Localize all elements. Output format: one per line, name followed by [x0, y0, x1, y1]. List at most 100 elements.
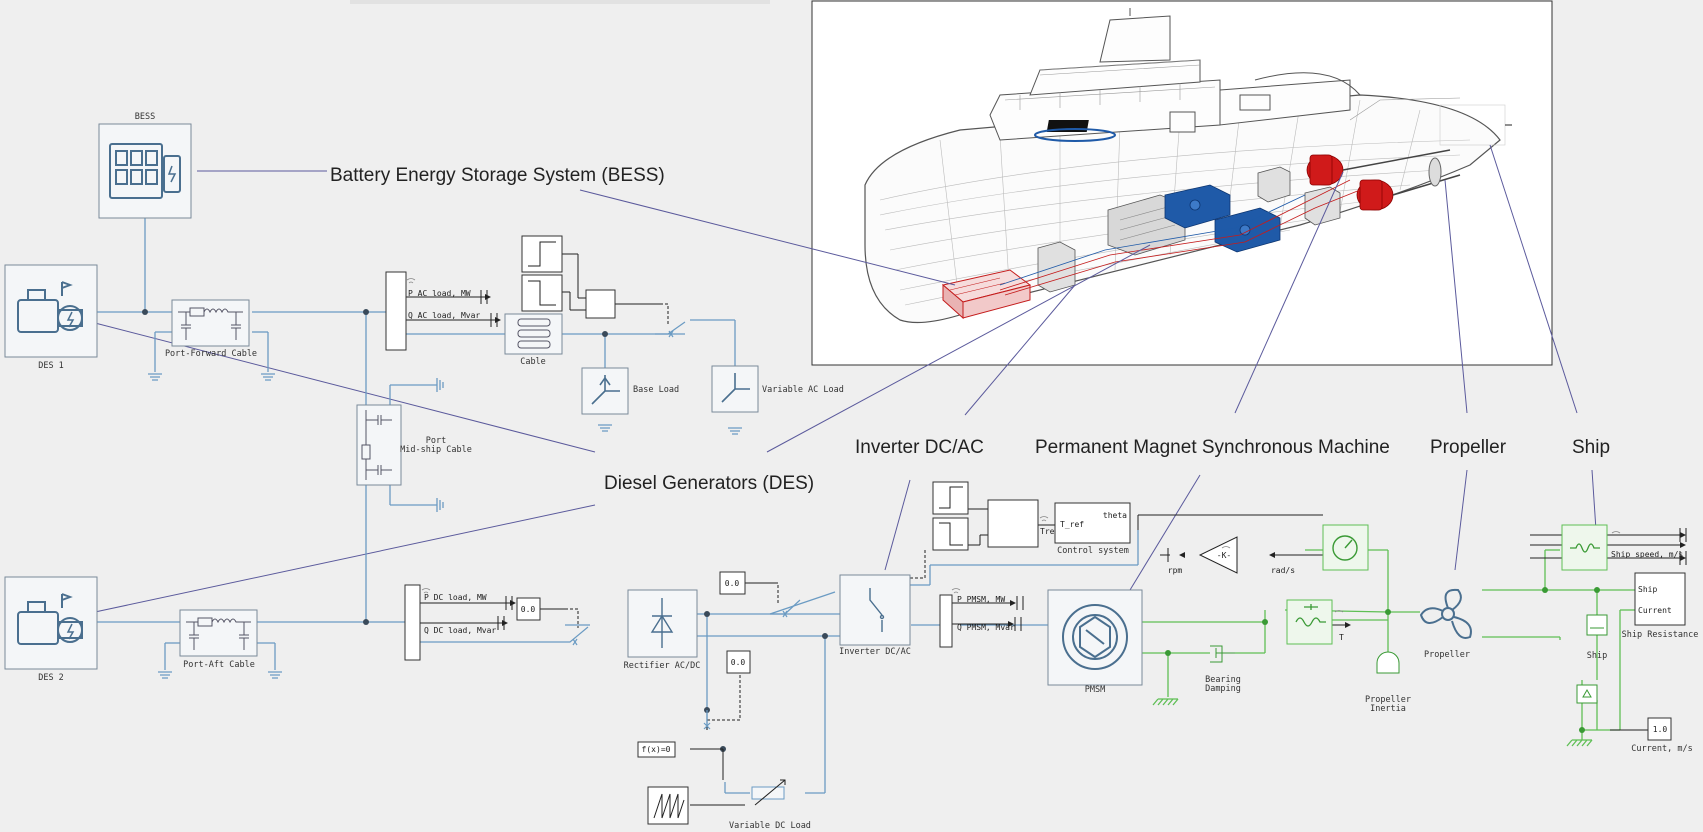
ship-port-label: Ship — [1638, 585, 1657, 594]
generator-icon — [17, 281, 83, 333]
callout-bess: Battery Energy Storage System (BESS) — [330, 165, 665, 186]
switch-dc-3[interactable] — [703, 710, 711, 730]
rads-label: rad/s — [1271, 566, 1295, 575]
ship-mass-block[interactable]: Ship — [1586, 614, 1608, 661]
base-load-label: Base Load — [633, 385, 679, 395]
motor-icon — [1062, 604, 1128, 670]
constant-dc-2[interactable]: 0.0 — [719, 571, 746, 595]
diesel-engines — [1164, 184, 1281, 253]
ground-symbols — [148, 373, 742, 679]
control-system-label: Control system — [1057, 546, 1129, 556]
q-pmsm-label: Q PMSM, Mvar — [957, 623, 1015, 632]
p-pmsm-label: P PMSM, MW — [957, 595, 1005, 604]
torque-source-block[interactable]: T — [1286, 599, 1344, 645]
sawtooth-source[interactable] — [647, 786, 689, 825]
spring-icon — [1570, 543, 1600, 553]
bearing-damping-label-2: Damping — [1205, 684, 1241, 694]
gain-block[interactable]: -K- — [1198, 536, 1238, 574]
torque-t-label: T — [1339, 633, 1344, 642]
superstructure — [989, 8, 1361, 141]
switch-icon — [869, 588, 885, 632]
variable-dc-load-block[interactable]: Variable DC Load — [729, 779, 811, 831]
ship-speed-signal-label: Ship speed, m/s — [1611, 550, 1683, 559]
port-midship-cable-label-1: Port — [426, 436, 446, 446]
port-forward-cable-label: Port-Forward Cable — [165, 349, 257, 359]
ship-speed-block[interactable]: Ship Resistance Ship speed, m/s — [1561, 524, 1683, 571]
constant-dc-2-value: 0.0 — [725, 579, 740, 588]
three-phase-load-icon — [591, 375, 620, 405]
ac-power-sensor-block[interactable]: P AC load, MW Q AC load, Mvar — [385, 271, 480, 351]
generator-icon — [17, 593, 83, 645]
pi-cable-icon-vertical — [361, 410, 392, 480]
port-aft-cable-label: Port-Aft Cable — [183, 660, 255, 670]
port-midship-cable-block[interactable]: Port Mid-ship Cable — [356, 404, 472, 486]
sum-block-control[interactable] — [987, 499, 1039, 548]
switch-dc[interactable] — [560, 626, 589, 646]
bess-block[interactable]: BESS — [98, 112, 192, 219]
dc-power-sensor-block[interactable]: P DC load, MW Q DC load, Mvar — [404, 584, 496, 661]
current-velocity-source[interactable] — [1576, 684, 1598, 704]
step-source-4[interactable] — [932, 517, 969, 551]
variable-ac-load-label: Variable AC Load — [762, 385, 844, 395]
fx-label: f(x)=0 — [642, 745, 671, 754]
bess-label: BESS — [135, 112, 155, 122]
control-system-block[interactable]: T_ref theta Control system — [1054, 502, 1131, 556]
propeller-icon — [1419, 588, 1472, 639]
propeller-inertia-label-1: Propeller — [1365, 695, 1411, 705]
scope-terminator — [480, 290, 498, 327]
rectifier-block[interactable]: Rectifier AC/DC — [624, 589, 701, 671]
speed-sensor-block[interactable] — [1322, 524, 1369, 571]
bearing-damping-label-1: Bearing — [1205, 675, 1241, 685]
solver-configuration-block[interactable]: f(x)=0 — [637, 741, 676, 758]
pmsm-power-sensor-block[interactable]: P PMSM, MW Q PMSM, Mvar — [939, 594, 1015, 648]
bess-container — [941, 269, 1032, 320]
step-source-3[interactable] — [932, 481, 969, 515]
pmsm-label: PMSM — [1085, 685, 1105, 695]
pi-cable-icon — [178, 307, 243, 340]
des2-block[interactable]: DES 2 — [4, 576, 98, 683]
base-load-block[interactable]: Base Load — [581, 367, 679, 415]
des1-label: DES 1 — [38, 361, 64, 371]
battery-cabinet-icon — [109, 143, 181, 199]
current-port-label: Current — [1638, 606, 1672, 615]
bearing-damping-block[interactable]: Bearing Damping — [1205, 645, 1241, 694]
variable-ac-load-block[interactable]: Variable AC Load — [711, 365, 844, 413]
port-aft-cable-block[interactable]: Port-Aft Cable — [179, 609, 258, 670]
constant-dc-1[interactable]: 0.0 — [516, 597, 541, 621]
constant-dc-1-value: 0.0 — [521, 605, 536, 614]
pmsm-block[interactable]: PMSM — [1047, 589, 1143, 695]
gain-value: -K- — [1217, 551, 1231, 560]
step-source-1[interactable] — [521, 235, 563, 273]
propeller-label: Propeller — [1424, 650, 1470, 660]
ship-resistance-block[interactable]: Ship Current Ship Resistance — [1622, 572, 1699, 640]
current-value: 1.0 — [1653, 725, 1668, 734]
inverter-block[interactable]: Inverter DC/AC — [839, 574, 911, 657]
mech-junction-dots — [1165, 587, 1600, 733]
speedometer-icon — [1332, 535, 1358, 561]
ship-label: Ship — [1587, 651, 1607, 661]
propeller-inertia-block[interactable]: Propeller Inertia — [1365, 651, 1411, 714]
signal-wires — [406, 253, 1680, 806]
callout-ship: Ship — [1572, 437, 1610, 458]
electrical-wires — [97, 218, 1139, 794]
rectifier-label: Rectifier AC/DC — [624, 661, 701, 671]
des1-block[interactable]: DES 1 — [4, 264, 98, 371]
ship-resistance-label: Ship Resistance — [1622, 630, 1699, 640]
p-dc-load-label: P DC load, MW — [424, 593, 487, 602]
switch-ac[interactable] — [655, 321, 686, 338]
propeller-model — [1428, 157, 1442, 187]
constant-dc-3[interactable]: 0.0 — [726, 650, 751, 674]
current-label: Current, m/s — [1631, 744, 1692, 754]
propeller-block[interactable]: Propeller — [1419, 588, 1472, 660]
current-constant-block[interactable]: 1.0 Current, m/s — [1631, 717, 1693, 754]
cable-block[interactable]: Cable — [504, 313, 563, 367]
sum-block-ac[interactable] — [585, 289, 616, 319]
cable-label: Cable — [520, 357, 546, 367]
switch-dc-2[interactable] — [770, 599, 801, 618]
scope-terminator — [497, 596, 513, 630]
port-forward-cable-block[interactable]: Port-Forward Cable — [165, 299, 257, 359]
spring-icon — [1295, 604, 1326, 627]
q-dc-load-label: Q DC load, Mvar — [424, 626, 496, 635]
step-source-2[interactable] — [521, 274, 563, 312]
